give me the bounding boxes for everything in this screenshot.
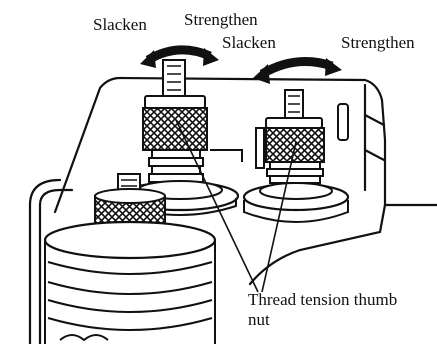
thread-tension-callout: Thread tension thumb nut — [248, 290, 418, 330]
left-strengthen-label: Strengthen — [184, 11, 258, 28]
left-slacken-label: Slacken — [93, 16, 147, 33]
right-tension-assembly — [244, 58, 348, 222]
bottom-spool-assembly — [45, 189, 215, 344]
left-thumb-nut — [143, 96, 207, 150]
right-thumb-nut — [266, 118, 324, 162]
right-strengthen-label: Strengthen — [341, 34, 415, 51]
right-slacken-label: Slacken — [222, 34, 276, 51]
